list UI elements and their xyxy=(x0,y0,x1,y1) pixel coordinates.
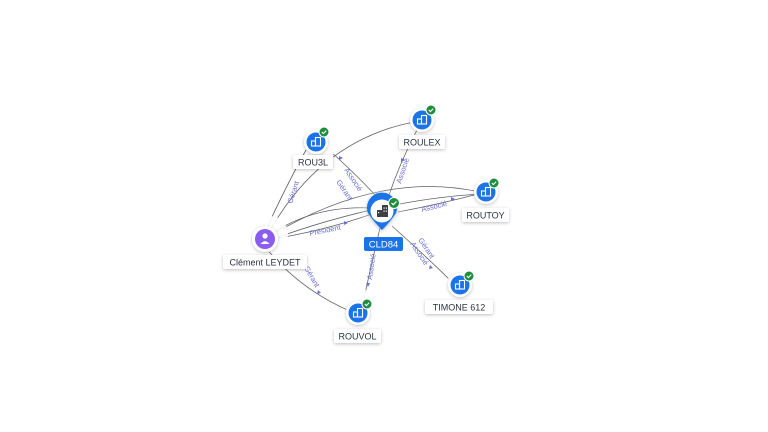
building-icon xyxy=(416,114,428,125)
node-label-rouvol: ROUVOL xyxy=(338,332,376,342)
edge-label-center-routoy: Associé xyxy=(420,199,448,214)
arrow-roulex xyxy=(401,158,405,162)
node-label-bg xyxy=(425,300,493,314)
building-icon xyxy=(480,186,492,197)
check-badge-icon xyxy=(388,197,400,209)
node-timone-612[interactable]: TIMONE 612 xyxy=(425,262,493,314)
node-label-person: Clément LEYDET xyxy=(229,258,301,268)
arrow-person-rouvol xyxy=(317,290,321,294)
node-rouvol[interactable]: ROUVOL xyxy=(334,290,382,343)
node-label-timone-612: TIMONE 612 xyxy=(433,303,486,313)
edge-label-person-rou3l: Gérant xyxy=(285,179,301,204)
person-icon xyxy=(260,233,270,244)
building-icon xyxy=(377,205,388,217)
check-badge-icon xyxy=(318,126,330,138)
arrow-person-center xyxy=(344,221,348,225)
building-icon xyxy=(310,136,322,147)
check-badge-icon xyxy=(361,298,373,310)
node-roulex[interactable]: ROULEX xyxy=(399,98,446,149)
node-label-rou3l: ROU3L xyxy=(298,158,328,168)
arrow-timone xyxy=(429,265,433,269)
edge-label-center-rouvol: Associé xyxy=(365,253,378,280)
arrow-rou3l xyxy=(339,156,343,160)
check-badge-icon xyxy=(488,177,500,189)
node-rou3l[interactable]: ROU3L xyxy=(293,122,340,169)
center-label: CLD84 xyxy=(369,240,399,251)
building-icon xyxy=(352,307,364,318)
node-label-bg xyxy=(462,208,509,222)
edge-label-person-center: Président xyxy=(309,222,343,238)
node-label-routoy: ROUTOY xyxy=(466,211,504,221)
check-badge-icon xyxy=(425,104,437,116)
node-label-bg xyxy=(293,155,333,169)
edge-arrows xyxy=(317,156,455,294)
node-label-bg xyxy=(399,135,445,149)
building-icon xyxy=(454,279,466,290)
arrow-routoy xyxy=(451,197,455,201)
node-center-cld84[interactable]: CLD84 xyxy=(357,186,407,251)
node-label-bg xyxy=(334,329,381,343)
center-label-badge xyxy=(364,237,403,251)
node-label-roulex: ROULEX xyxy=(403,138,440,148)
node-person-clement-leydet[interactable]: Clément LEYDET xyxy=(223,216,307,269)
edge-label-center-roulex: Associé xyxy=(394,157,411,185)
check-badge-icon xyxy=(463,270,475,282)
node-routoy[interactable]: ROUTOY xyxy=(462,170,510,222)
node-label-bg xyxy=(223,255,307,269)
arrow-rouvol xyxy=(366,283,370,287)
